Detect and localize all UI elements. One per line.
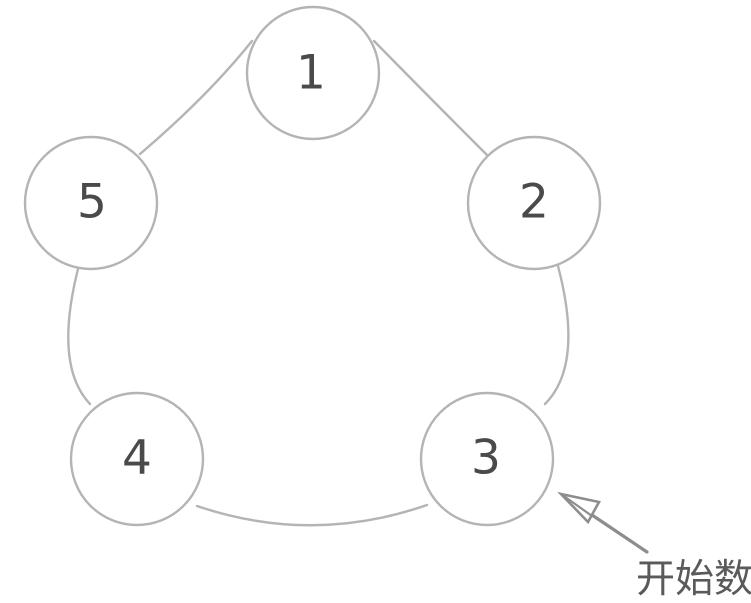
annotation-arrowhead-icon bbox=[557, 491, 601, 525]
node-4-label: 4 bbox=[122, 431, 152, 486]
node-4-circle[interactable] bbox=[69, 391, 205, 527]
node-2-label: 2 bbox=[519, 175, 549, 230]
node-5-label: 5 bbox=[77, 175, 107, 230]
node-2[interactable]: 2 bbox=[466, 135, 602, 271]
start-number-annotation: 开始数 bbox=[557, 491, 751, 602]
node-5[interactable]: 5 bbox=[23, 135, 159, 271]
edge-node3-to-node4 bbox=[195, 503, 429, 527]
node-1[interactable]: 1 bbox=[245, 5, 381, 141]
node-3-label: 3 bbox=[471, 431, 501, 486]
node-2-circle[interactable] bbox=[466, 135, 602, 271]
annotation-arrow-shaft bbox=[590, 513, 649, 554]
edge-node2-to-node3 bbox=[543, 264, 570, 406]
annotation-arrowhead-crease bbox=[559, 492, 594, 518]
node-1-label: 1 bbox=[296, 46, 326, 101]
edge-node1-to-node2 bbox=[372, 39, 489, 157]
edge-node5-to-node1 bbox=[138, 39, 254, 156]
node-3-circle[interactable] bbox=[419, 391, 555, 527]
node-4[interactable]: 4 bbox=[69, 391, 205, 527]
edge-group bbox=[67, 39, 570, 527]
node-3[interactable]: 3 bbox=[419, 391, 555, 527]
node-1-circle[interactable] bbox=[245, 5, 381, 141]
start-number-label: 开始数 bbox=[636, 557, 751, 602]
edge-node4-to-node5 bbox=[67, 263, 92, 406]
node-5-circle[interactable] bbox=[23, 135, 159, 271]
